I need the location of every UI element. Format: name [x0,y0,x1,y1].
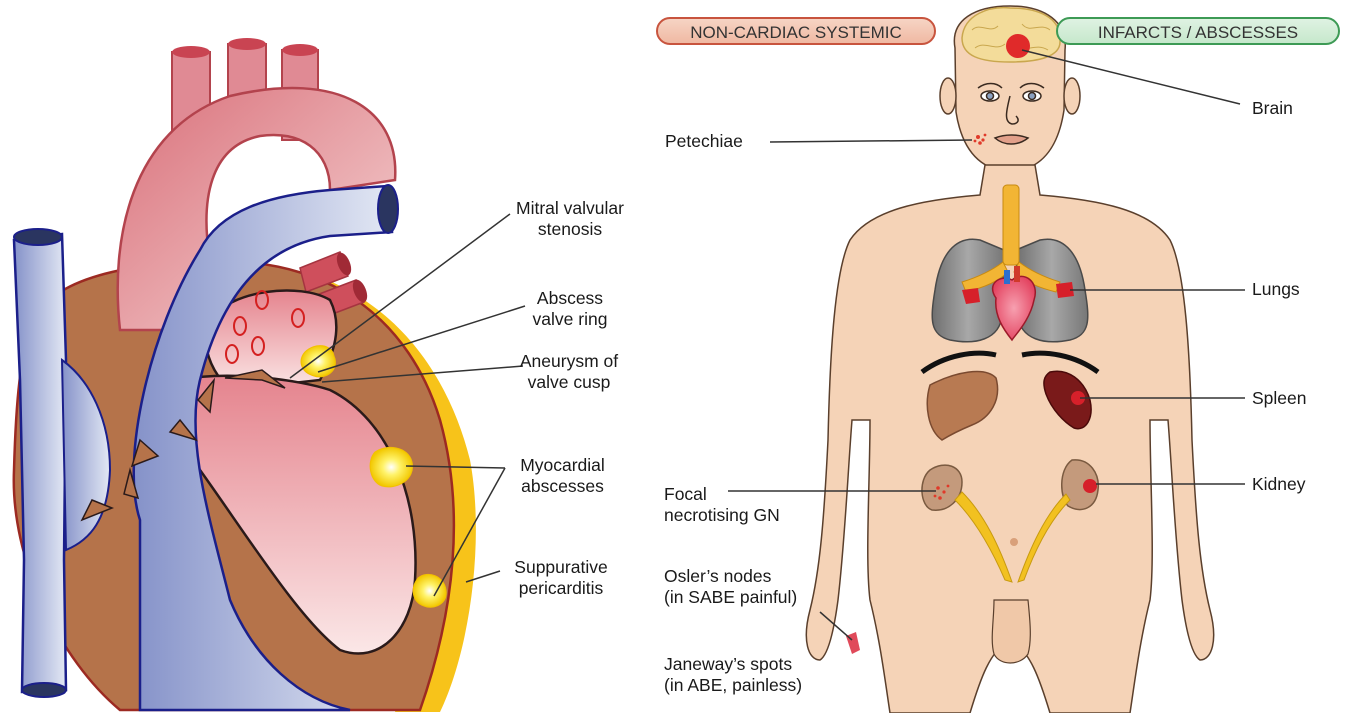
label-aneurysm-valve-cusp: Aneurysm of valve cusp [519,351,619,393]
header-non-cardiac-systemic: NON-CARDIAC SYSTEMIC [656,17,936,45]
label-myocardial-line2: abscesses [510,476,615,497]
label-kidney: Kidney [1252,474,1306,495]
label-mitral-stenosis: Mitral valvular stenosis [505,198,635,240]
label-focal-line2: necrotising GN [664,505,780,526]
body-illustration [728,6,1245,713]
label-abscess-line1: Abscess [525,288,615,309]
label-aneurysm-line1: Aneurysm of [519,351,619,372]
label-mitral-line2: stenosis [505,219,635,240]
label-abscess-valve-ring: Abscess valve ring [525,288,615,330]
header-infarcts-abscesses: INFARCTS / ABSCESSES [1056,17,1340,45]
label-janeway-line2: (in ABE, painless) [664,675,802,696]
label-myocardial-abscesses: Myocardial abscesses [510,455,615,497]
label-focal-necrotising-gn: Focal necrotising GN [664,484,780,526]
kidney-infarct [1083,479,1097,493]
label-suppurative-pericarditis: Suppurative pericarditis [502,557,620,599]
label-janeway-line1: Janeway’s spots [664,654,802,675]
label-lungs: Lungs [1252,279,1300,300]
label-spleen: Spleen [1252,388,1307,409]
navel [1010,538,1018,546]
label-lungs-text: Lungs [1252,279,1300,300]
header-infarcts-text: INFARCTS / ABSCESSES [1098,23,1298,42]
label-pericarditis-line1: Suppurative [502,557,620,578]
label-kidney-text: Kidney [1252,474,1306,495]
label-myocardial-line1: Myocardial [510,455,615,476]
heart-illustration [14,38,525,712]
label-spleen-text: Spleen [1252,388,1307,409]
label-focal-line1: Focal [664,484,780,505]
label-pericarditis-line2: pericarditis [502,578,620,599]
label-brain-text: Brain [1252,98,1293,119]
label-mitral-line1: Mitral valvular [505,198,635,219]
brain-infarct [1006,34,1030,58]
genitals [992,600,1030,663]
label-oslers-nodes: Osler’s nodes (in SABE painful) [664,566,797,608]
finger-lesion [846,632,860,654]
label-osler-line1: Osler’s nodes [664,566,797,587]
label-janeways-spots: Janeway’s spots (in ABE, painless) [664,654,802,696]
label-abscess-line2: valve ring [525,309,615,330]
label-osler-line2: (in SABE painful) [664,587,797,608]
header-non-cardiac-text: NON-CARDIAC SYSTEMIC [690,23,902,42]
label-petechiae: Petechiae [665,131,743,152]
label-aneurysm-line2: valve cusp [519,372,619,393]
label-brain: Brain [1252,98,1293,119]
label-petechiae-text: Petechiae [665,131,743,152]
